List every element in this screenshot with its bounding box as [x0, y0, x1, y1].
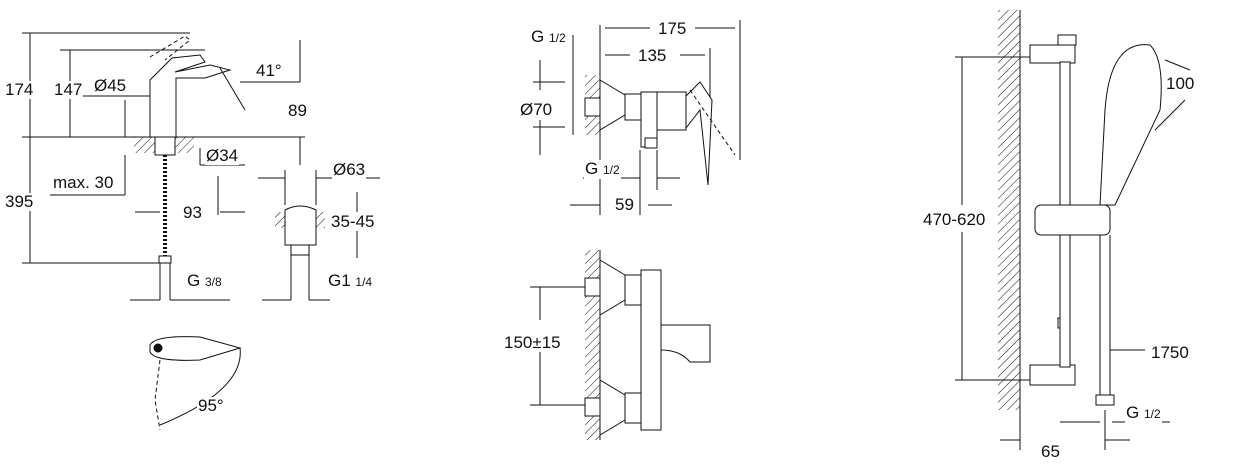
thread-fraction: 1/2: [548, 31, 566, 45]
dim-depth-body: 135: [637, 46, 668, 65]
dim-inlet-thread: G 1/2: [530, 28, 567, 47]
dim-spout-angle: 41°: [255, 61, 283, 80]
dim-total-height: 174: [4, 80, 35, 99]
thread-fraction: 1/2: [1143, 407, 1161, 421]
thread-main: G: [1126, 403, 1140, 422]
dim-hose-thread: G 3/8: [186, 272, 223, 291]
dim-spout-height: 147: [53, 80, 84, 99]
dim-wall-offset: 65: [1040, 442, 1061, 461]
dim-escutcheon-diameter: Ø70: [519, 100, 554, 119]
dim-hose-length: 395: [4, 192, 35, 211]
dim-hose-length-rail: 1750: [1150, 343, 1190, 362]
thread-fraction: 3/8: [204, 275, 222, 289]
dim-max-thickness: max. 30: [52, 173, 115, 192]
dim-waste-diameter: Ø63: [332, 160, 367, 179]
dim-waste-thickness: 35-45: [330, 212, 376, 231]
thread-fraction: 1/2: [602, 163, 620, 177]
dim-depth-total: 175: [657, 19, 688, 38]
thread-main: G: [187, 271, 201, 290]
dim-bracket-spacing: 470-620: [922, 210, 987, 229]
dim-swivel-angle: 95°: [197, 396, 225, 415]
dim-hole-diameter: Ø34: [205, 146, 240, 165]
dim-projection: 93: [182, 203, 203, 222]
shower-mixer-side-drawing: [533, 20, 741, 215]
dim-centres: 150±15: [503, 333, 562, 352]
thread-main: G: [585, 159, 599, 178]
dim-head-diameter: 100: [1165, 74, 1196, 93]
swivel-plan-drawing: [149, 336, 242, 431]
waste-drawing: [258, 170, 380, 301]
dim-waste-thread: G1 1/4: [327, 271, 374, 291]
dim-outlet-height: 89: [287, 101, 308, 120]
dim-spout-diameter: Ø45: [93, 76, 128, 95]
thread-main: G: [531, 27, 545, 46]
basin-mixer-drawing: [22, 32, 305, 301]
shower-rail-drawing: [955, 10, 1191, 450]
dim-outlet-offset: 59: [614, 195, 635, 214]
shower-mixer-front-drawing: [530, 250, 711, 440]
thread-main: G1: [328, 271, 351, 290]
dim-outlet-thread: G 1/2: [584, 160, 621, 179]
dim-rail-hose-thread: G 1/2: [1125, 404, 1162, 423]
thread-fraction: 1/4: [355, 275, 373, 289]
